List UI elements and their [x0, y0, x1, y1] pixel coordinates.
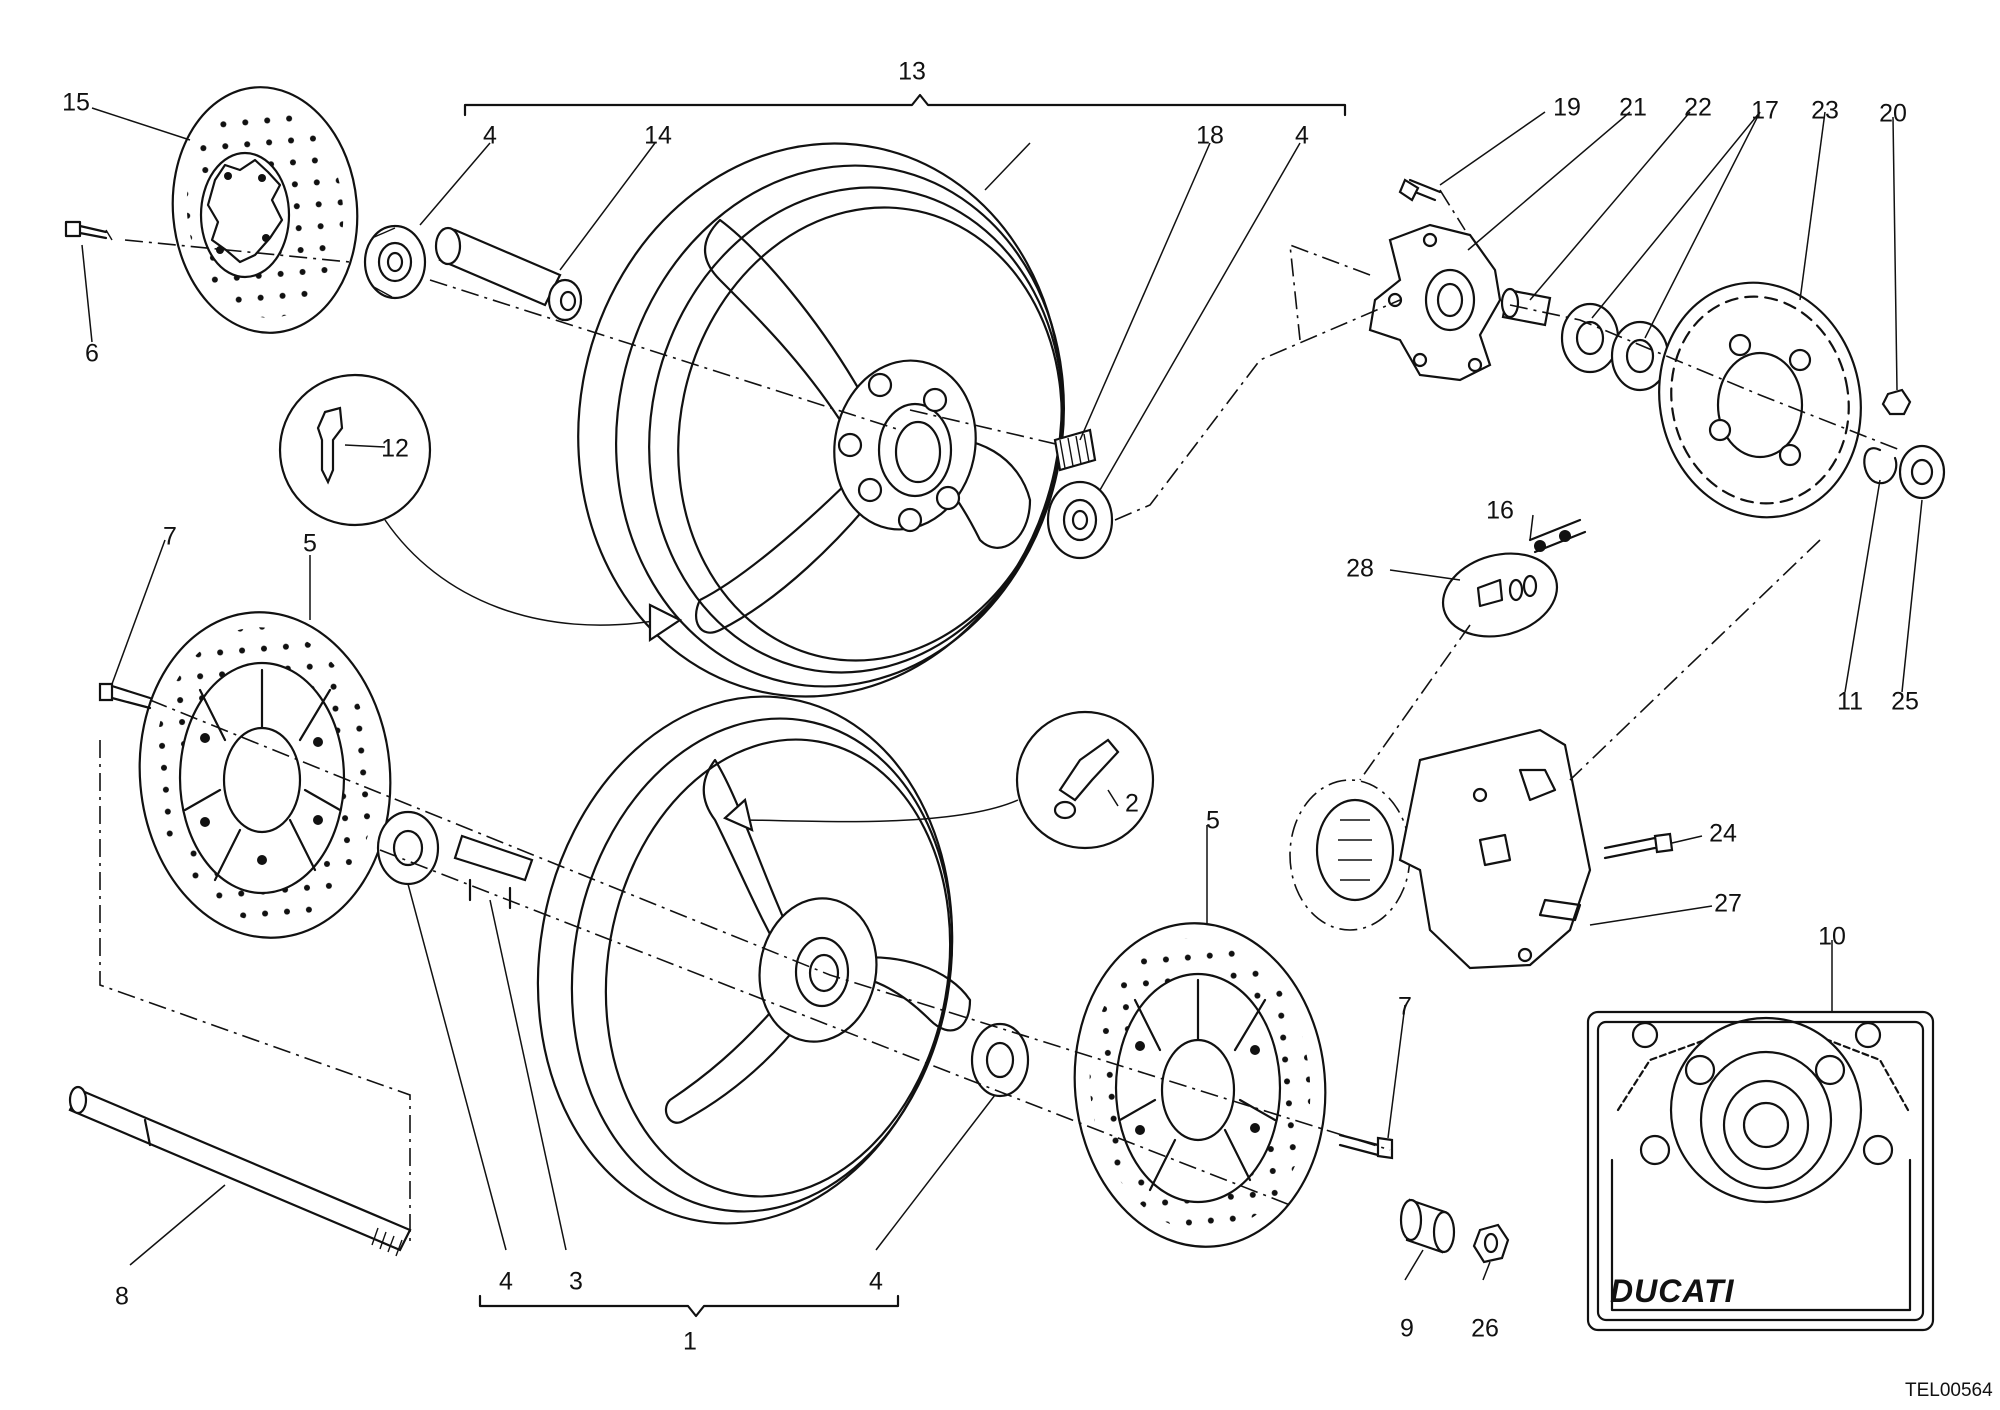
rear-brake-disc	[171, 86, 359, 334]
callout-6: 6	[85, 340, 99, 368]
callout-21: 21	[1619, 94, 1647, 122]
callout-5: 5	[1206, 807, 1220, 835]
callout-4: 4	[499, 1268, 513, 1296]
callout-3: 3	[569, 1268, 583, 1296]
sprocket-cover-plate-10	[1586, 1010, 1935, 1332]
callout-4: 4	[483, 122, 497, 150]
callout-18: 18	[1196, 122, 1224, 150]
valve-inset-2	[723, 710, 1155, 850]
callout-5: 5	[303, 530, 317, 558]
callout-10: 10	[1818, 923, 1846, 951]
bearings-17	[1560, 302, 1670, 392]
callout-9: 9	[1400, 1315, 1414, 1343]
assembly-lines	[99, 189, 1901, 1245]
callout-labels: 15 6 4 14 13 18 4 19 21 22 17 23 20 12 1…	[62, 58, 1919, 1356]
front-brake-disc-left	[138, 611, 392, 939]
callout-15: 15	[62, 89, 90, 117]
disc-bolt-7-right	[1338, 1133, 1394, 1160]
bracket-1	[478, 1294, 900, 1318]
callout-7: 7	[1398, 993, 1412, 1021]
callout-14: 14	[644, 122, 672, 150]
chain-clip-28	[1441, 552, 1559, 638]
sprocket-cover-27	[1398, 728, 1592, 970]
bracket-13	[463, 93, 1347, 117]
front-wheel	[536, 695, 972, 1225]
front-brake-disc-right	[1073, 922, 1327, 1248]
sprocket-flange-21	[1368, 223, 1502, 382]
callout-22: 22	[1684, 94, 1712, 122]
callout-13: 13	[898, 58, 926, 86]
callout-19: 19	[1553, 94, 1581, 122]
disc-bolt-6	[64, 220, 113, 241]
bearing-4-front-right	[970, 1022, 1030, 1098]
callout-4: 4	[1295, 122, 1309, 150]
bolt-24	[1603, 832, 1674, 860]
front-sprocket	[1289, 779, 1411, 931]
callout-8: 8	[115, 1283, 129, 1311]
valve-inset-12	[278, 373, 683, 643]
leader-lines	[81, 107, 1923, 1281]
rear-sprocket-23	[1658, 281, 1862, 519]
ducati-logo-text: DUCATI	[1610, 1273, 1735, 1309]
front-axle-8	[68, 1085, 412, 1257]
callout-4: 4	[869, 1268, 883, 1296]
callout-26: 26	[1471, 1315, 1499, 1343]
callout-12: 12	[381, 435, 409, 463]
nut-20	[1881, 388, 1912, 416]
circlip-11	[1863, 447, 1898, 485]
bush-18	[1053, 428, 1097, 472]
drawing-code: TEL00564	[1905, 1380, 1993, 1401]
spacer-22	[1500, 287, 1552, 327]
callout-23: 23	[1811, 97, 1839, 125]
bearing-4-top-right	[1046, 480, 1114, 560]
callout-7: 7	[163, 523, 177, 551]
chain-link-16	[1528, 518, 1587, 554]
washer-25	[1898, 444, 1946, 500]
callout-17: 17	[1751, 97, 1779, 125]
axle-spacer-14	[434, 226, 583, 322]
callout-25: 25	[1891, 688, 1919, 716]
nut-26	[1472, 1223, 1510, 1264]
callout-1: 1	[683, 1328, 697, 1356]
rear-wheel	[577, 142, 1065, 698]
callout-11: 11	[1837, 688, 1863, 716]
callout-24: 24	[1709, 820, 1737, 848]
spacer-9	[1399, 1198, 1456, 1254]
disc-bolt-7-left	[98, 682, 152, 710]
bearing-4-top-left	[363, 224, 427, 300]
callout-28: 28	[1346, 555, 1374, 583]
spacer-3	[453, 834, 534, 910]
callout-27: 27	[1714, 890, 1742, 918]
callout-16: 16	[1486, 497, 1514, 525]
bearing-4-front-left	[376, 810, 440, 886]
callout-20: 20	[1879, 100, 1907, 128]
stud-19	[1398, 178, 1442, 202]
callout-2: 2	[1125, 790, 1139, 818]
